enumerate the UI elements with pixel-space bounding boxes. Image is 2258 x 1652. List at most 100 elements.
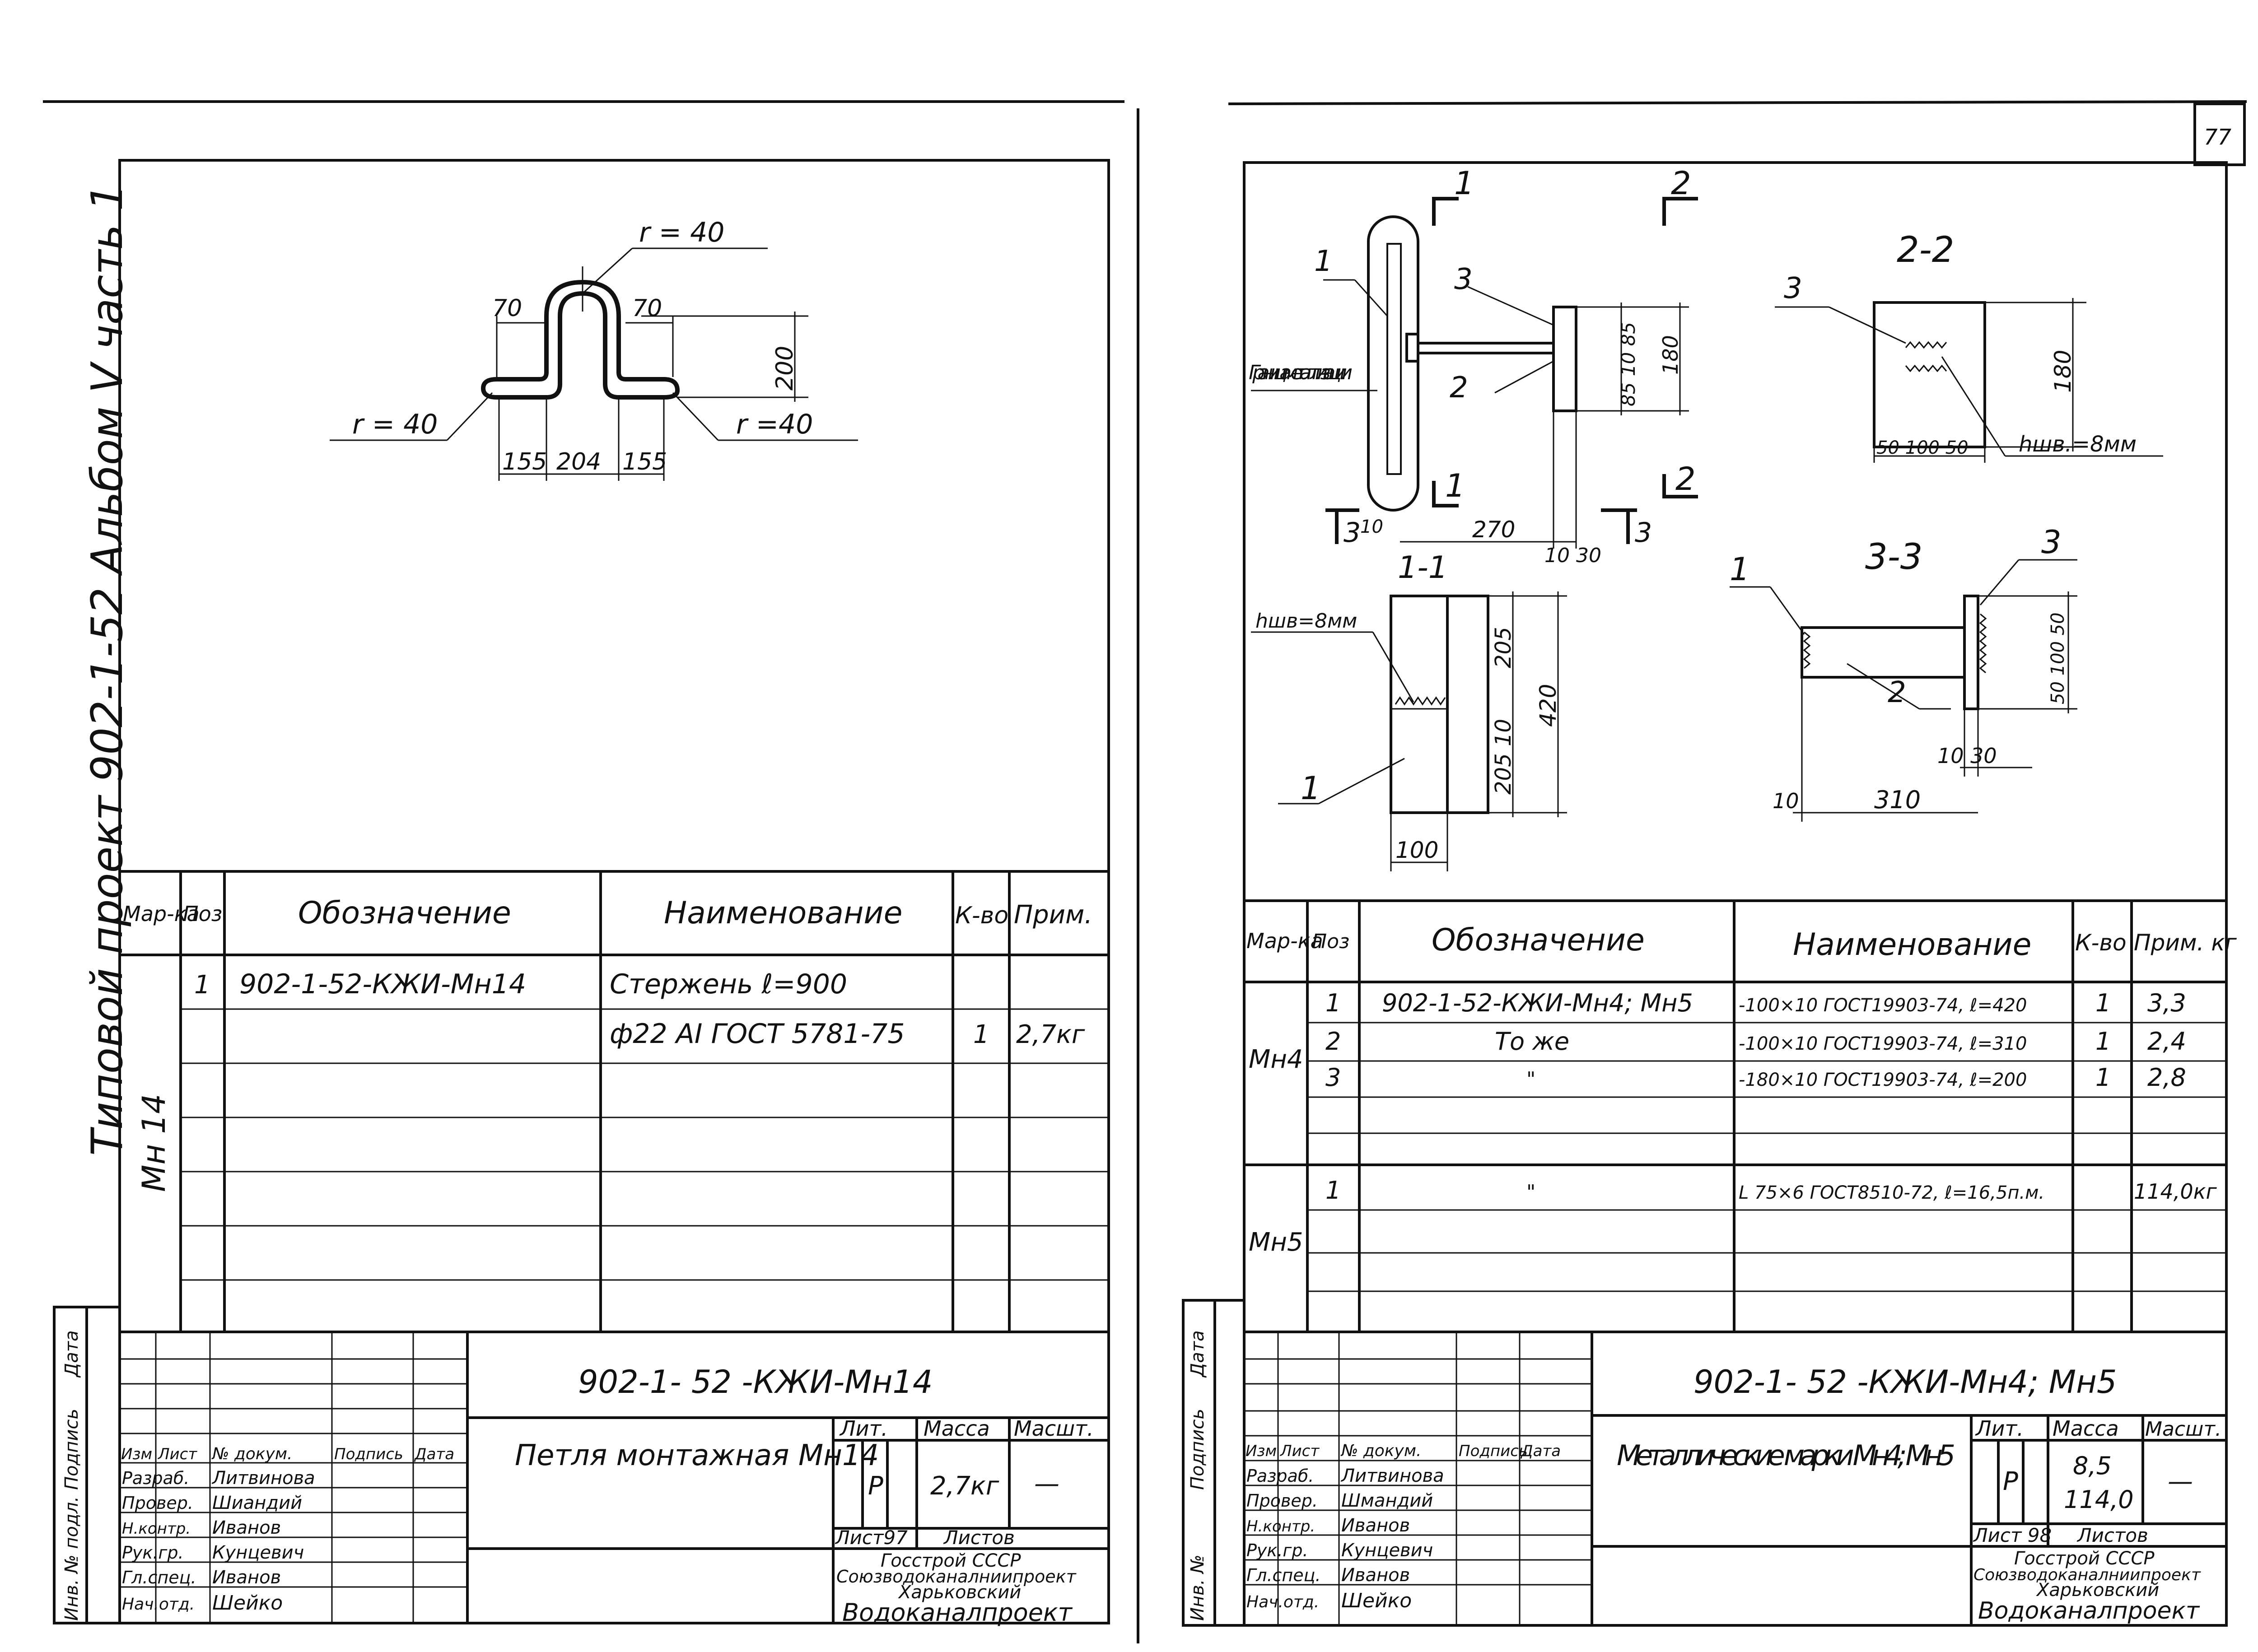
dim-200: 200	[771, 346, 798, 391]
staff-name-1: Литвинова	[211, 1468, 315, 1489]
right-rev-header-doc: № докум.	[1340, 1442, 1421, 1460]
right-staff-role-6: Нач.отд.	[1246, 1593, 1319, 1611]
title-block-lit-label: Лит.	[839, 1416, 888, 1441]
title-block-org-1: Госстрой СССР	[881, 1550, 1021, 1571]
right-staff-name-4: Кунцевич	[1341, 1540, 1433, 1561]
right-spec-r2-name: -100×10 ГОСТ19903-74, ℓ=310	[1739, 1033, 2027, 1054]
dim-10-30-section-3-3: 10 30	[1937, 744, 1997, 768]
title-block-org-4: Водоканалпроект	[842, 1598, 1073, 1627]
right-title-block-scale: —	[2168, 1467, 2193, 1496]
right-spec-r2-note: 2,4	[2147, 1027, 2186, 1056]
elevation-pos-3: 3	[1454, 263, 1473, 296]
right-title-block-sheets: Листов	[2076, 1524, 2148, 1546]
right-staff-name-5: Иванов	[1341, 1565, 1410, 1586]
section-1-1-pos-1: 1	[1301, 770, 1321, 807]
right-title-block-code: 902-1- 52 -КЖИ-Мн4; Мн5	[1694, 1363, 2117, 1401]
title-block-title: Петля монтажная Мн14	[515, 1439, 879, 1472]
radius-right-label: r =40	[736, 409, 813, 440]
title-block-scale-label: Масшт.	[1014, 1416, 1094, 1441]
title-block-mass-label: Масса	[924, 1416, 990, 1441]
right-staff-name-3: Иванов	[1341, 1515, 1410, 1536]
rev-header-sign: Подпись	[334, 1445, 403, 1463]
right-spec-r4-note: 114,0кг	[2134, 1179, 2217, 1204]
staff-name-5: Иванов	[212, 1567, 281, 1588]
right-spec-r3-designation: "	[1526, 1068, 1535, 1091]
weld-marks	[1395, 341, 1987, 706]
right-spec-r2-pos: 2	[1325, 1027, 1341, 1056]
dim-155-left: 155	[502, 448, 547, 475]
dim-204: 204	[556, 448, 601, 475]
section-1-1-weld: hшв=8мм	[1255, 610, 1357, 633]
right-spec-mark-mn5: Мн5	[1249, 1228, 1303, 1257]
section-2-2-weld: hшв.=8мм	[2019, 432, 2137, 457]
section-mark-2-bottom: 2	[1675, 461, 1696, 498]
rev-header-doc: № докум.	[211, 1445, 292, 1463]
rev-header-date: Дата	[414, 1445, 454, 1463]
radius-left-label: r = 40	[352, 409, 438, 440]
right-staff-role-5: Гл.спец.	[1246, 1565, 1321, 1585]
staff-name-3: Иванов	[212, 1517, 281, 1538]
dim-50-100-50: 50 100 50	[1876, 437, 1969, 458]
right-title-block-scale-label: Масшт.	[2145, 1418, 2221, 1441]
right-title-block-org-1: Госстрой СССР	[2014, 1548, 2155, 1569]
staff-role-3: Н.контр.	[122, 1520, 191, 1538]
radius-top-label: r = 40	[639, 217, 724, 248]
dim-100: 100	[1395, 837, 1438, 863]
right-margin-label-date: Дата	[1187, 1330, 1208, 1378]
title-block-sheets: Листов	[943, 1526, 1015, 1549]
right-rev-header-change: Изм	[1246, 1442, 1277, 1460]
dim-70-left: 70	[492, 295, 522, 322]
right-spec-r1-note: 3,3	[2147, 989, 2186, 1017]
section-3-3-pos-1: 1	[1730, 551, 1750, 588]
right-margin-label-sign: Подпись	[1187, 1409, 1208, 1490]
section-mark-3-right: 3	[1635, 517, 1652, 549]
right-rev-header-date: Дата	[1520, 1442, 1561, 1460]
spec-header-mark: Мар-ка	[123, 902, 200, 926]
right-title-block-mass-2: 114,0	[2064, 1485, 2134, 1514]
staff-role-1: Разраб.	[122, 1468, 189, 1488]
right-staff-name-6: Шейко	[1341, 1589, 1412, 1612]
metal-boundary-label: Граница металли-зации	[1249, 361, 1353, 384]
right-spec-r1-qty: 1	[2095, 989, 2111, 1017]
title-block-sheet: Лист97	[835, 1526, 908, 1549]
staff-role-6: Нач.отд.	[122, 1595, 195, 1614]
right-staff-role-3: Н.контр.	[1246, 1517, 1315, 1536]
right-staff-role-4: Рук.гр.	[1246, 1540, 1308, 1560]
right-spec-r4-name: L 75×6 ГОСТ8510-72, ℓ=16,5п.м.	[1739, 1182, 2044, 1203]
title-block-org-3: Харьковский	[898, 1582, 1021, 1603]
right-spec-r3-name: -180×10 ГОСТ19903-74, ℓ=200	[1739, 1070, 2027, 1090]
right-spec-r4-pos: 1	[1325, 1176, 1341, 1205]
elevation-pos-1: 1	[1314, 245, 1333, 278]
title-block-code: 902-1- 52 -КЖИ-Мн14	[578, 1363, 933, 1401]
title-block-org-2: Союзводоканалниипроект	[836, 1567, 1077, 1587]
margin-label-date: Дата	[61, 1330, 82, 1378]
dim-70-right: 70	[632, 295, 662, 322]
dim-10-section-3-3: 10	[1773, 789, 1799, 813]
right-spec-r1-name: -100×10 ГОСТ19903-74, ℓ=420	[1739, 995, 2027, 1016]
right-staff-name-1: Литвинова	[1340, 1466, 1444, 1486]
right-rev-header-sheet: Лист	[1279, 1442, 1320, 1460]
staff-name-2: Шиандий	[212, 1493, 302, 1513]
staff-role-4: Рук.гр.	[122, 1543, 184, 1563]
dim-205-top: 205	[1491, 627, 1516, 668]
right-spec-header-designation: Обозначение	[1432, 922, 1645, 958]
dim-85-10-85: 85 10 85	[1617, 322, 1639, 406]
right-spec-r3-note: 2,8	[2147, 1063, 2186, 1092]
right-title-block-lit: Р	[2003, 1467, 2018, 1496]
right-spec-header-pos: Поз	[1312, 930, 1349, 953]
staff-name-6: Шейко	[212, 1592, 283, 1615]
spec-row-1-pos: 1	[194, 970, 210, 1000]
right-title-block-org-2: Союзводоканалниипроект	[1973, 1566, 2201, 1584]
dim-155-right: 155	[622, 448, 667, 475]
dim-180-section-2-2: 180	[2050, 350, 2076, 393]
dim-420: 420	[1535, 684, 1561, 727]
title-block-mass: 2,7кг	[930, 1471, 999, 1501]
right-title-block-mass-1: 8,5	[2073, 1452, 2112, 1480]
dim-310: 310	[1874, 786, 1921, 814]
margin-label-inv: Инв. № подл.	[61, 1496, 82, 1621]
margin-label-sign: Подпись	[61, 1409, 82, 1490]
spec-row-2-qty: 1	[973, 1020, 989, 1049]
dim-180-elevation: 180	[1658, 335, 1683, 375]
spec-header-note: Прим.	[1014, 900, 1092, 930]
corner-sheet-number: 77	[2204, 125, 2232, 150]
